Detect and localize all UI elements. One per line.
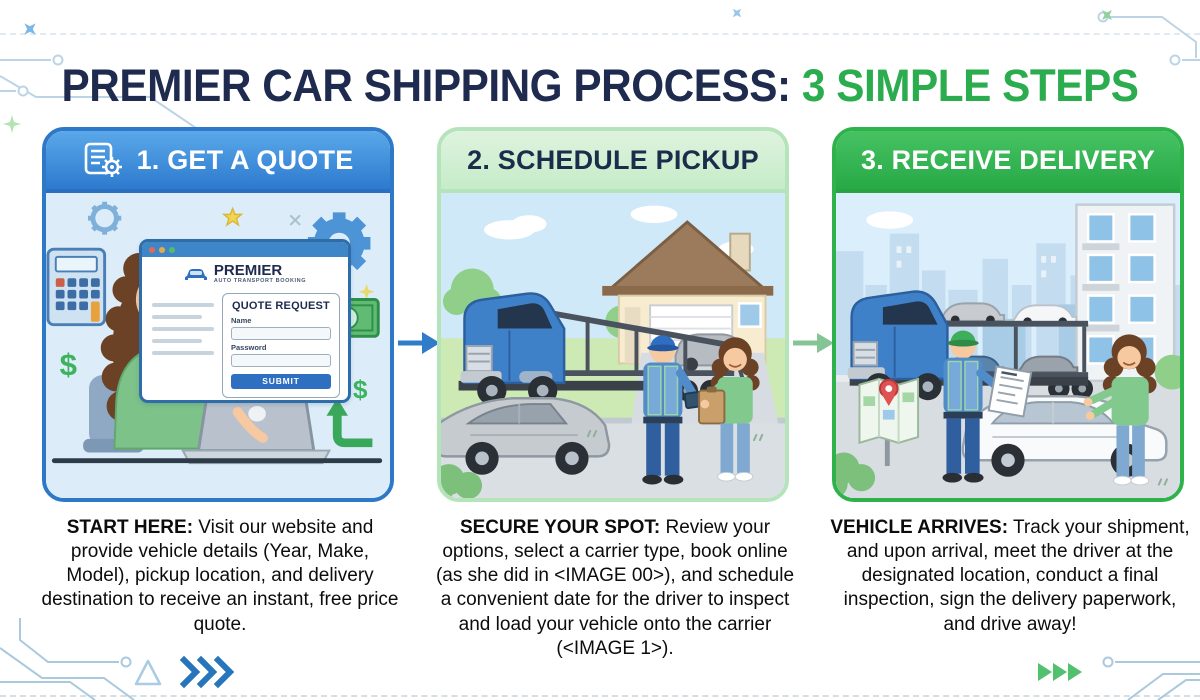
step-card-get-a-quote: 1. GET A QUOTE — [42, 127, 394, 502]
circuit-trace-bottom-right — [1102, 656, 1200, 700]
password-label: Password — [231, 342, 267, 352]
top-dashed-divider — [0, 33, 1200, 35]
step1-description-lead: START HERE: — [66, 517, 194, 538]
dollar-sign: $ — [60, 347, 77, 382]
step3-header: 3. RECEIVE DELIVERY — [836, 131, 1180, 193]
bottom-dashed-divider — [0, 695, 1200, 697]
small-gear-icon — [88, 201, 122, 235]
name-label: Name — [231, 315, 252, 325]
brand-logo: PREMIER AUTO TRANSPORT BOOKING — [142, 263, 348, 286]
sparkle-icon — [289, 214, 301, 226]
delivery-scene-art — [836, 193, 1180, 498]
calculator-icon — [46, 247, 107, 327]
woman-hand — [232, 406, 268, 443]
step-card-schedule-pickup: 2. SCHEDULE PICKUP — [437, 127, 789, 502]
step3-description: VEHICLE ARRIVES: Track your shipment, an… — [830, 517, 1190, 635]
bush — [836, 452, 876, 498]
brand-name: PREMIER — [213, 262, 283, 279]
step2-header: 2. SCHEDULE PICKUP — [441, 131, 785, 193]
step3-header-label: 3. RECEIVE DELIVERY — [861, 144, 1155, 175]
step1-illustration: $ $ $ — [46, 193, 390, 498]
gold-sparkle-icon — [358, 284, 375, 300]
step1-header: 1. GET A QUOTE — [46, 131, 390, 193]
blue-chevrons-icon — [179, 655, 235, 689]
customer-character — [1083, 334, 1157, 486]
step1-header-label: 1. GET A QUOTE — [136, 144, 354, 175]
driver-character — [942, 330, 1033, 483]
step-card-receive-delivery: 3. RECEIVE DELIVERY — [832, 127, 1184, 502]
green-curved-arrow-icon — [326, 398, 373, 448]
browser-window: PREMIER AUTO TRANSPORT BOOKING QUOTE REQ… — [139, 239, 351, 403]
green-triangles-icon — [1038, 663, 1082, 681]
step1-description: START HERE: Visit our website and provid… — [41, 517, 399, 635]
tree — [1154, 354, 1180, 390]
step2-description: SECURE YOUR SPOT: Review your options, s… — [435, 517, 795, 659]
step2-to-step3-arrow-icon — [793, 333, 834, 353]
car-icon — [184, 268, 207, 280]
circuit-trace-top-right — [1097, 11, 1200, 66]
placeholder-text-lines — [152, 293, 214, 398]
password-field — [231, 353, 331, 367]
name-field — [231, 326, 331, 340]
grass-tufts — [1157, 478, 1169, 486]
step3-description-lead: VEHICLE ARRIVES: — [830, 517, 1009, 538]
step2-header-label: 2. SCHEDULE PICKUP — [467, 144, 759, 175]
pickup-scene-art — [441, 193, 785, 498]
grass-tufts — [586, 429, 764, 442]
page-title-main: PREMIER CAR SHIPPING PROCESS: — [61, 60, 802, 112]
map-pin-sign — [858, 377, 920, 467]
step2-illustration — [441, 193, 785, 498]
dollar-sign: $ — [353, 374, 368, 404]
step2-description-lead: SECURE YOUR SPOT: — [459, 517, 661, 538]
window-dot-green — [169, 246, 175, 253]
document-gear-icon — [84, 142, 122, 177]
brand-subtitle: AUTO TRANSPORT BOOKING — [213, 278, 307, 284]
triangle-outline-icon — [134, 659, 162, 686]
page-title-highlight: 3 SIMPLE STEPS — [801, 60, 1139, 112]
window-dot-yellow — [159, 246, 165, 253]
form-title: QUOTE REQUEST — [232, 299, 330, 312]
bush — [441, 464, 483, 498]
window-dot-red — [149, 246, 155, 253]
browser-title-bar — [142, 242, 348, 257]
driver-character — [642, 335, 708, 485]
step1-to-step2-arrow-icon — [398, 332, 440, 354]
desk-line — [51, 458, 383, 464]
page-title: PREMIER CAR SHIPPING PROCESS: 3 SIMPLE S… — [36, 60, 1164, 112]
customer-character — [698, 337, 760, 482]
truck-cab — [460, 292, 566, 406]
step3-illustration — [836, 193, 1180, 498]
quote-request-form: QUOTE REQUEST Name Password SUBMIT — [222, 292, 340, 398]
foreground-car — [441, 397, 611, 475]
submit-button: SUBMIT — [231, 373, 331, 389]
star-icon — [221, 206, 244, 227]
